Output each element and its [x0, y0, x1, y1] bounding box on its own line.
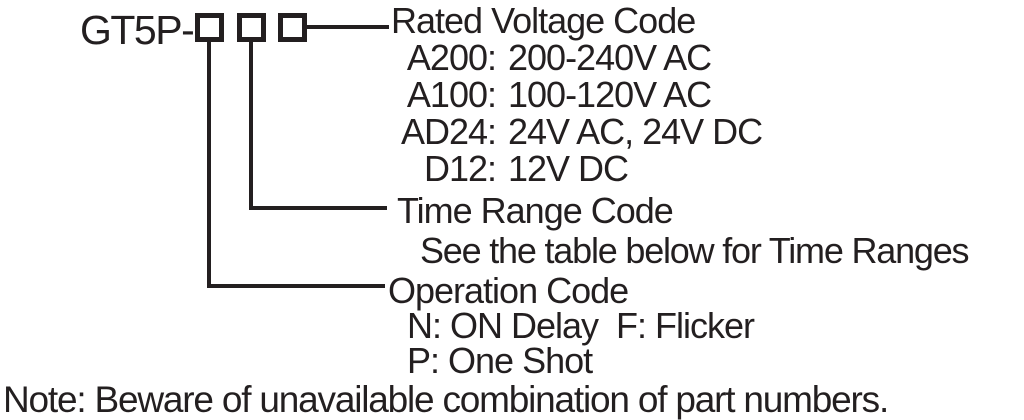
- voltage-option-code: A100:: [406, 74, 497, 115]
- operation-label: Operation Code: [388, 270, 629, 311]
- voltage-option-value: 100-120V AC: [508, 74, 712, 115]
- voltage-option-value: 24V AC, 24V DC: [508, 111, 763, 152]
- voltage-option-code: D12:: [423, 148, 497, 189]
- operation-options-line-2: P: One Shot: [407, 340, 593, 381]
- operation-connector-line: [207, 42, 385, 288]
- voltage-option-value: 200-240V AC: [508, 37, 712, 78]
- operation-code-placeholder-box: [195, 13, 224, 42]
- part-number-prefix: GT5P-: [80, 7, 195, 53]
- note-text: Note: Beware of unavailable combination …: [3, 379, 889, 420]
- voltage-code-placeholder-box: [278, 13, 307, 42]
- voltage-option-code: A200:: [406, 37, 497, 78]
- voltage-leader-line: [305, 25, 389, 29]
- time-range-description: See the table below for Time Ranges: [420, 230, 970, 271]
- voltage-option-value: 12V DC: [508, 148, 629, 189]
- time-range-connector-line: [249, 42, 387, 210]
- operation-options-line-1: N: ON Delay F: Flicker: [407, 305, 755, 346]
- time-range-code-placeholder-box: [237, 13, 266, 42]
- time-range-label: Time Range Code: [397, 190, 674, 231]
- rated-voltage-label: Rated Voltage Code: [391, 0, 696, 41]
- voltage-options-list: A200: 200-240V AC A100: 100-120V AC AD24…: [400, 37, 763, 189]
- voltage-option-code: AD24:: [400, 111, 497, 152]
